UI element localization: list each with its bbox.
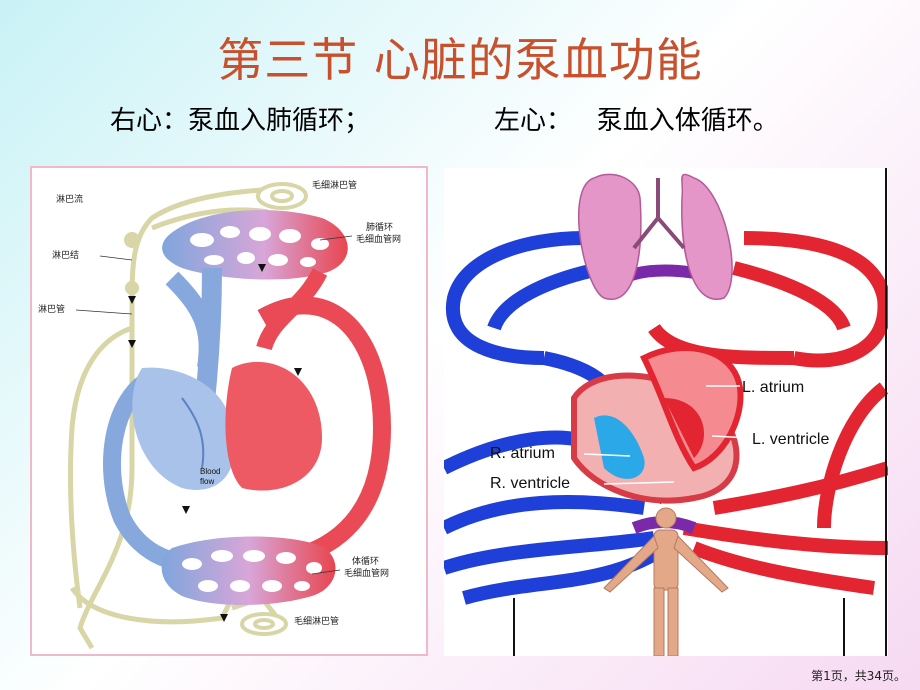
systemic-capillary-network xyxy=(161,536,336,605)
blood-flow-label-2: flow xyxy=(200,477,214,486)
circulation-diagram-svg: Blood flow 淋巴流 淋巴结 淋 xyxy=(38,179,401,650)
subtitle-left-heart: 左心： 泵血入体循环。 xyxy=(494,106,779,136)
figure-right-labels: L. atrium L. ventricle R. atrium R. vent… xyxy=(490,379,829,492)
figure-left-labels: 淋巴流 淋巴结 淋巴管 毛细淋巴管 肺循环 毛细血管网 体循环 毛细血管网 毛细… xyxy=(38,179,401,627)
label-lymph-node: 淋巴结 xyxy=(52,249,79,261)
label-lymph-flow: 淋巴流 xyxy=(56,193,83,205)
slide-title: 第三节 心脏的泵血功能 xyxy=(217,33,703,87)
label-l-ventricle: L. ventricle xyxy=(752,431,829,448)
label-leader-lines xyxy=(583,385,751,485)
lungs xyxy=(577,173,733,301)
circulation-lymph-diagram: Blood flow 淋巴流 淋巴结 淋 xyxy=(30,166,428,656)
heart-diagram-svg: L. atrium L. ventricle R. atrium R. vent… xyxy=(444,168,888,656)
label-r-ventricle: R. ventricle xyxy=(490,475,570,492)
label-capillary-lymph-top: 毛细淋巴管 xyxy=(312,179,357,191)
label-capillary-lymph-bottom: 毛细淋巴管 xyxy=(294,615,339,627)
subtitle-right-heart: 右心：泵血入肺循环； xyxy=(110,106,371,136)
label-systemic-line2: 毛细血管网 xyxy=(344,567,389,579)
label-pulmonary-line1: 肺循环 xyxy=(366,221,393,233)
page-indicator: 第1页，共34页。 xyxy=(811,669,906,683)
label-systemic-line1: 体循环 xyxy=(352,555,379,567)
pulmonary-capillary-network xyxy=(162,210,348,280)
systemic-artery-loop xyxy=(257,296,392,567)
label-l-atrium: L. atrium xyxy=(742,379,804,396)
flow-arrows xyxy=(128,264,302,622)
leader-lines xyxy=(75,235,353,575)
figure-edge-lines xyxy=(513,168,887,656)
label-r-atrium: R. atrium xyxy=(490,445,555,462)
lymph-capillary-loops xyxy=(124,182,308,636)
heart: Blood flow xyxy=(132,361,322,491)
heart-lungs-body-diagram: L. atrium L. ventricle R. atrium R. vent… xyxy=(444,168,888,656)
heart-cutaway xyxy=(571,345,744,504)
human-figure xyxy=(603,507,729,656)
blood-flow-label-1: Blood xyxy=(200,467,220,476)
label-lymph-vessel: 淋巴管 xyxy=(38,303,65,315)
label-pulmonary-line2: 毛细血管网 xyxy=(356,233,401,245)
